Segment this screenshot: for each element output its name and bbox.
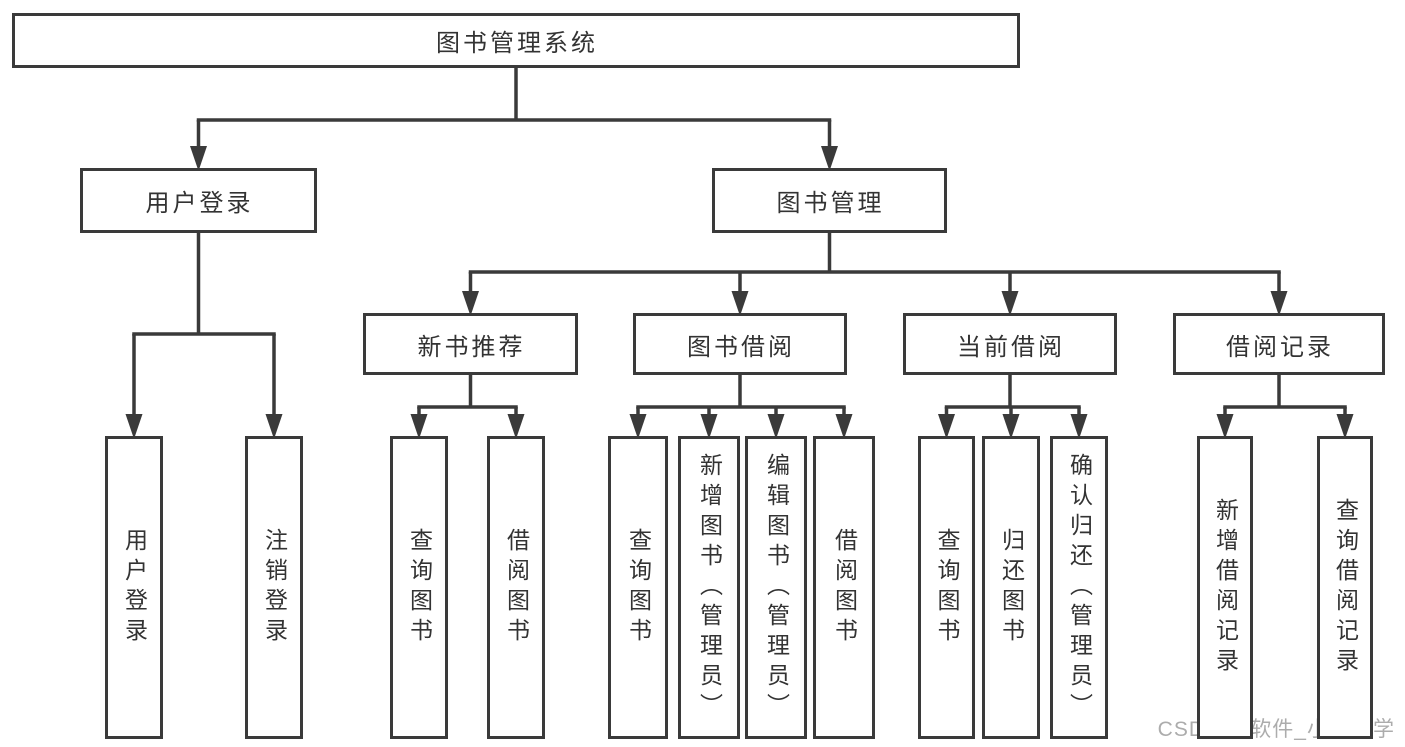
arrowhead-icon bbox=[700, 414, 718, 439]
node-label-leaf-logout: 注销登录 bbox=[261, 527, 288, 648]
node-br-query-record: 查询借阅记录 bbox=[1317, 436, 1373, 739]
arrowhead-icon bbox=[767, 414, 785, 439]
node-br-add-record: 新增借阅记录 bbox=[1197, 436, 1253, 739]
node-borrow-records: 借阅记录 bbox=[1173, 313, 1385, 375]
node-bb-query-book: 查询图书 bbox=[608, 436, 668, 739]
arrowhead-icon bbox=[1216, 414, 1234, 439]
node-label-book-borrow: 图书借阅 bbox=[687, 333, 795, 361]
arrowhead-icon bbox=[507, 414, 525, 439]
node-new-book-rec: 新书推荐 bbox=[363, 313, 578, 375]
node-leaf-user-login: 用户登录 bbox=[105, 436, 163, 739]
node-bb-edit-book: 编辑图书（管理员） bbox=[745, 436, 807, 739]
node-label-bb-edit-book: 编辑图书（管理员） bbox=[763, 452, 790, 723]
arrowhead-icon bbox=[265, 414, 283, 439]
node-label-br-add-record: 新增借阅记录 bbox=[1212, 497, 1239, 678]
node-label-new-book-rec: 新书推荐 bbox=[417, 333, 526, 361]
node-cb-return-book: 归还图书 bbox=[982, 436, 1040, 739]
node-label-root: 图书管理系统 bbox=[436, 30, 598, 57]
node-label-bb-query-book: 查询图书 bbox=[625, 527, 652, 648]
arrowhead-icon bbox=[835, 414, 853, 439]
node-root: 图书管理系统 bbox=[12, 13, 1020, 68]
arrowhead-icon bbox=[125, 414, 143, 439]
arrowhead-icon bbox=[1002, 414, 1020, 439]
node-rec-query-book: 查询图书 bbox=[390, 436, 448, 739]
node-book-borrow: 图书借阅 bbox=[633, 313, 847, 375]
node-bb-borrow-book: 借阅图书 bbox=[813, 436, 875, 739]
arrowhead-icon bbox=[410, 414, 428, 439]
node-current-borrow: 当前借阅 bbox=[903, 313, 1117, 375]
arrowhead-icon bbox=[629, 414, 647, 439]
node-label-br-query-record: 查询借阅记录 bbox=[1332, 497, 1359, 678]
node-label-cb-confirm-return: 确认归还（管理员） bbox=[1066, 452, 1093, 723]
arrowhead-icon bbox=[938, 414, 955, 439]
node-label-cb-query-book: 查询图书 bbox=[934, 527, 960, 648]
node-leaf-logout: 注销登录 bbox=[245, 436, 303, 739]
node-label-current-borrow: 当前借阅 bbox=[957, 333, 1065, 361]
node-label-borrow-records: 借阅记录 bbox=[1226, 333, 1334, 361]
node-label-bb-add-book: 新增图书（管理员） bbox=[696, 452, 723, 723]
node-label-rec-query-book: 查询图书 bbox=[406, 527, 433, 648]
node-bb-add-book: 新增图书（管理员） bbox=[678, 436, 740, 739]
arrowhead-icon bbox=[731, 291, 749, 316]
arrowhead-icon bbox=[1001, 291, 1019, 316]
arrowhead-icon bbox=[1336, 414, 1354, 439]
node-rec-borrow-book: 借阅图书 bbox=[487, 436, 545, 739]
node-label-user-login: 用户登录 bbox=[145, 190, 254, 217]
node-cb-query-book: 查询图书 bbox=[918, 436, 975, 739]
node-book-mgmt: 图书管理 bbox=[712, 168, 947, 233]
arrowhead-icon bbox=[1270, 291, 1288, 316]
arrowhead-icon bbox=[821, 146, 838, 171]
arrowhead-icon bbox=[462, 291, 479, 316]
node-label-cb-return-book: 归还图书 bbox=[998, 527, 1025, 648]
node-label-rec-borrow-book: 借阅图书 bbox=[503, 527, 530, 648]
node-label-bb-borrow-book: 借阅图书 bbox=[831, 527, 858, 648]
node-user-login: 用户登录 bbox=[80, 168, 317, 233]
arrowhead-icon bbox=[1070, 414, 1088, 439]
node-label-leaf-user-login: 用户登录 bbox=[121, 527, 148, 648]
node-cb-confirm-return: 确认归还（管理员） bbox=[1050, 436, 1108, 739]
node-label-book-mgmt: 图书管理 bbox=[776, 190, 885, 217]
arrowhead-icon bbox=[190, 146, 207, 171]
